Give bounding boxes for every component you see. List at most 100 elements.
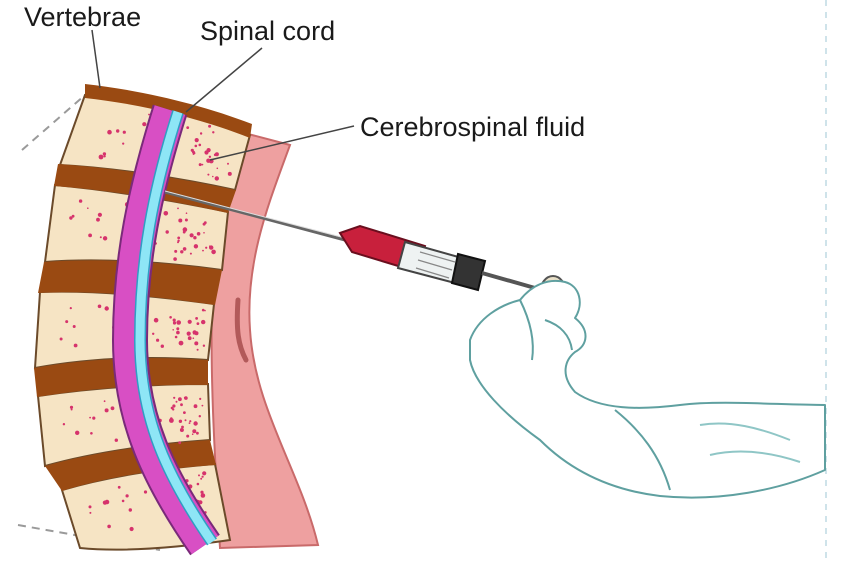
bone-speckle xyxy=(63,423,65,425)
bone-speckle xyxy=(197,483,200,486)
bone-speckle xyxy=(208,125,211,128)
bone-speckle xyxy=(177,237,180,240)
bone-speckle xyxy=(70,307,72,309)
bone-speckle xyxy=(90,432,93,435)
bone-speckle xyxy=(89,505,92,508)
bone-speckle xyxy=(169,418,174,423)
bone-speckle xyxy=(183,247,187,251)
bone-speckle xyxy=(185,219,188,222)
bone-speckle xyxy=(173,397,175,399)
bone-speckle xyxy=(173,319,176,322)
bone-speckle xyxy=(189,422,191,424)
bone-speckle xyxy=(177,240,179,242)
bone-speckle xyxy=(65,320,68,323)
bone-speckle xyxy=(194,244,198,248)
bone-speckle xyxy=(202,476,204,478)
bone-speckle xyxy=(156,339,159,342)
bone-speckle xyxy=(111,406,115,410)
bone-speckle xyxy=(186,212,188,214)
bone-speckle xyxy=(181,426,184,429)
bone-speckle xyxy=(173,321,176,324)
bone-speckle xyxy=(199,144,202,147)
bone-speckle xyxy=(144,490,147,493)
bone-speckle xyxy=(198,474,200,476)
bone-speckle xyxy=(209,245,211,247)
bone-speckle xyxy=(172,404,175,407)
bone-speckle xyxy=(185,419,187,421)
bone-speckle xyxy=(212,131,214,133)
bone-speckle xyxy=(192,429,196,433)
bone-speckle xyxy=(190,233,194,237)
bone-speckle xyxy=(179,420,182,423)
vertebrae-leader-line xyxy=(92,30,100,88)
syringe-flange xyxy=(452,254,485,290)
bone-speckle xyxy=(172,408,174,410)
bone-speckle xyxy=(200,478,202,480)
spinal-cord-leader-line xyxy=(186,48,262,112)
bone-speckle xyxy=(99,155,104,160)
bone-speckle xyxy=(180,403,183,406)
bone-speckle xyxy=(122,500,125,503)
bone-speckle xyxy=(180,428,184,432)
bone-speckle xyxy=(103,155,105,157)
bone-speckle xyxy=(197,232,201,236)
bone-speckle xyxy=(104,400,106,402)
bone-speckle xyxy=(188,320,192,324)
bone-speckle xyxy=(103,236,107,240)
bone-speckle xyxy=(193,236,196,239)
bone-speckle xyxy=(215,152,219,156)
bone-speckle xyxy=(194,404,198,408)
bone-speckle xyxy=(176,327,179,330)
bone-speckle xyxy=(192,433,194,435)
spinal-cord-label: Spinal cord xyxy=(200,16,335,47)
bone-speckle xyxy=(100,236,102,238)
bone-speckle xyxy=(154,318,159,323)
bone-speckle xyxy=(130,527,134,531)
bone-speckle xyxy=(176,320,181,325)
bone-speckle xyxy=(178,441,181,444)
bone-speckle xyxy=(166,230,169,233)
bone-speckle xyxy=(190,253,192,255)
bone-speckle xyxy=(200,132,202,134)
bone-speckle xyxy=(115,439,118,442)
bone-speckle xyxy=(228,172,232,176)
bone-speckle xyxy=(118,486,121,489)
bone-speckle xyxy=(197,349,199,351)
bone-speckle xyxy=(107,130,112,135)
bone-speckle xyxy=(202,471,206,475)
bone-speckle xyxy=(105,500,110,505)
bone-speckle xyxy=(79,199,82,202)
bone-speckle xyxy=(69,216,72,219)
bone-speckle xyxy=(186,126,189,129)
bone-speckle xyxy=(199,163,202,166)
bone-speckle xyxy=(204,221,207,224)
bone-speckle xyxy=(186,435,189,438)
bone-speckle xyxy=(178,397,182,401)
bone-speckle xyxy=(89,512,91,514)
bone-speckle xyxy=(172,329,174,331)
bone-speckle xyxy=(202,164,204,166)
bone-speckle xyxy=(197,322,200,325)
bone-speckle xyxy=(183,227,188,232)
bone-speckle xyxy=(203,232,205,234)
bone-speckle xyxy=(105,306,109,310)
bone-speckle xyxy=(201,493,206,498)
bone-speckle xyxy=(217,168,219,170)
bone-speckle xyxy=(116,129,119,132)
bone-speckle xyxy=(176,331,180,335)
bone-speckle xyxy=(74,344,78,348)
bone-speckle xyxy=(193,333,195,335)
bone-speckle xyxy=(193,337,195,339)
bone-speckle xyxy=(129,508,132,511)
bone-speckle xyxy=(123,131,126,134)
bone-speckle xyxy=(188,336,192,340)
bone-speckle xyxy=(183,411,186,414)
bone-speckle xyxy=(98,213,102,217)
bone-speckle xyxy=(206,159,210,163)
bone-speckle xyxy=(152,333,154,335)
bone-speckle xyxy=(73,325,76,328)
bone-speckle xyxy=(201,320,205,324)
bone-speckle xyxy=(107,525,111,529)
